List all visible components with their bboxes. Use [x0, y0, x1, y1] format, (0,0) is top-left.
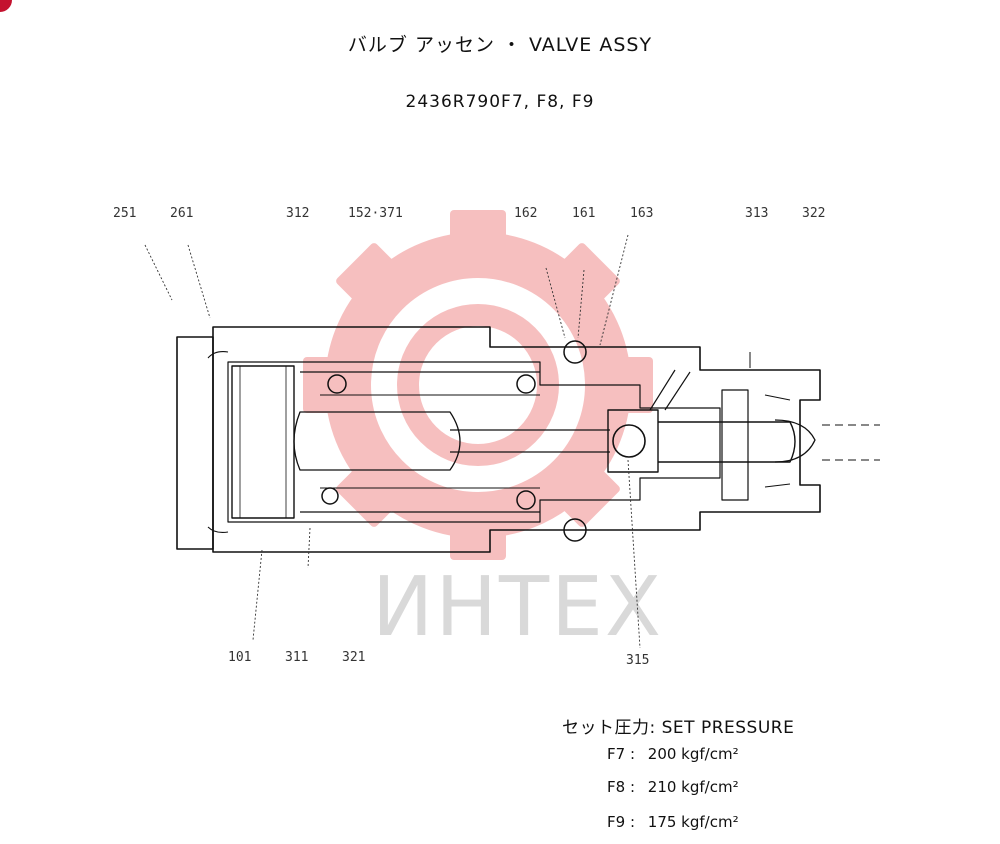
part-label-101: 101	[228, 650, 252, 665]
part-label-313: 313	[745, 206, 769, 221]
part-label-312: 312	[286, 206, 310, 221]
set-pressure-code: F7 :	[607, 745, 635, 763]
set-pressure-code: F9 :	[607, 813, 635, 831]
part-label-322: 322	[802, 206, 826, 221]
set-pressure-code: F8 :	[607, 778, 635, 796]
set-pressure-value: 210 kgf/cm²	[647, 778, 739, 796]
set-pressure-row-f8: F8 : 210 kgf/cm²	[607, 778, 739, 796]
part-label-161: 161	[572, 206, 596, 221]
set-pressure-row-f9: F9 : 175 kgf/cm²	[607, 813, 739, 831]
set-pressure-value: 175 kgf/cm²	[647, 813, 739, 831]
model-number: 2436R790F7, F8, F9	[405, 92, 595, 112]
end-cap	[176, 336, 214, 550]
set-pressure-row-f7: F7 : 200 kgf/cm²	[607, 745, 739, 763]
watermark-text: ИНТЕХ	[372, 560, 664, 655]
set-pressure-title: セット圧力: SET PRESSURE	[562, 718, 795, 738]
part-label-311: 311	[285, 650, 309, 665]
part-label-321: 321	[342, 650, 366, 665]
part-label-163: 163	[630, 206, 654, 221]
part-label-315: 315	[626, 653, 650, 668]
part-label-251: 251	[113, 206, 137, 221]
valve-body	[212, 326, 821, 553]
part-label-162: 162	[514, 206, 538, 221]
page-title: バルブ アッセン ・ VALVE ASSY	[347, 34, 653, 56]
set-pressure-value: 200 kgf/cm²	[647, 745, 739, 763]
part-label-261: 261	[170, 206, 194, 221]
part-label-152-371: 152·371	[348, 206, 403, 221]
